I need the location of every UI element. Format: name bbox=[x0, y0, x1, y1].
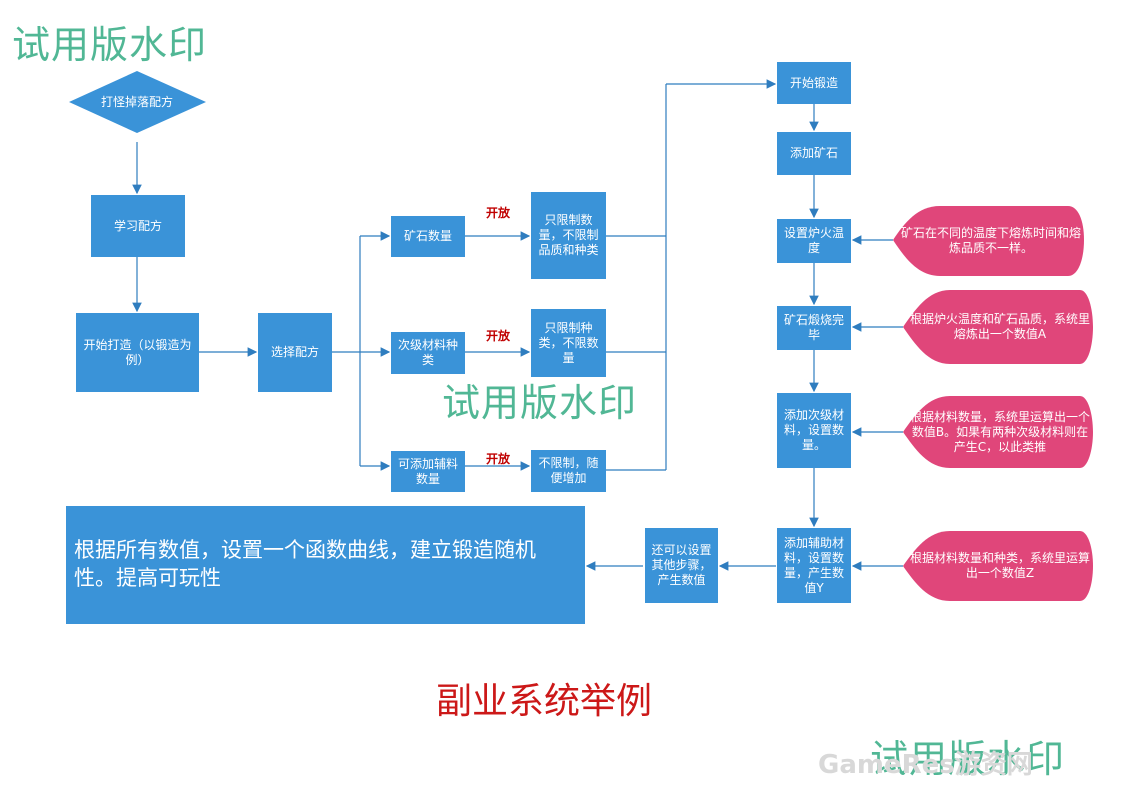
add-aux-node: 添加辅助材料，设置数量，产生数值Y bbox=[777, 528, 851, 603]
ore-quantity-node: 矿石数量 bbox=[391, 216, 465, 257]
start-crafting-node: 开始打造（以锻造为例） bbox=[76, 313, 199, 392]
open-label-2: 开放 bbox=[486, 329, 511, 343]
diagram-title: 副业系统举例 bbox=[436, 681, 653, 722]
note-shape-2 bbox=[903, 290, 1093, 364]
note-temperature-text: 矿石在不同的温度下熔炼时间和熔炼品质不一样。 bbox=[900, 226, 1081, 255]
start-diamond-label: 打怪掉落配方 bbox=[100, 94, 173, 109]
secondary-material-node: 次级材料种类 bbox=[391, 332, 465, 374]
forge-start-label: 开始锻造 bbox=[789, 75, 838, 90]
start-diamond-shape bbox=[69, 71, 206, 133]
gameres-watermark: GameRes游资网 bbox=[818, 750, 1033, 780]
note-temperature: 矿石在不同的温度下熔炼时间和熔炼品质不一样。 bbox=[900, 210, 1082, 272]
add-ore-label: 添加矿石 bbox=[789, 146, 838, 160]
start-diamond: 打怪掉落配方 bbox=[93, 88, 181, 116]
select-recipe-label: 选择配方 bbox=[270, 345, 319, 359]
limit-quantity-label: 只限制数量，不限制品质和种类 bbox=[538, 213, 599, 257]
limit-type-node: 只限制种类，不限数量 bbox=[531, 309, 606, 377]
watermark-center: 试用版水印 bbox=[442, 381, 638, 425]
add-ore-node: 添加矿石 bbox=[777, 132, 851, 175]
no-limit-node: 不限制，随便增加 bbox=[531, 450, 606, 492]
set-temperature-node: 设置炉火温度 bbox=[777, 219, 851, 263]
note-value-b: 根据材料数量，系统里运算出一个数值B。如果有两种次级材料则在产生C，以此类推 bbox=[910, 398, 1090, 466]
calcine-done-label: 矿石煅烧完毕 bbox=[783, 313, 844, 342]
aux-quantity-label: 可添加辅料数量 bbox=[397, 456, 458, 486]
start-crafting-label: 开始打造（以锻造为例） bbox=[83, 337, 192, 367]
note-value-a: 根据炉火温度和矿石品质，系统里熔炼出一个数值A bbox=[910, 294, 1090, 360]
note-shape-4 bbox=[903, 531, 1093, 601]
set-temperature-label: 设置炉火温度 bbox=[783, 226, 844, 255]
add-aux-label: 添加辅助材料，设置数量，产生数值Y bbox=[783, 535, 844, 595]
note-shape-3 bbox=[903, 396, 1093, 468]
learn-recipe-label: 学习配方 bbox=[113, 218, 162, 233]
final-result-node: 根据所有数值，设置一个函数曲线，建立锻造随机性。提高可玩性 bbox=[66, 506, 585, 624]
other-steps-node: 还可以设置其他步骤，产生数值 bbox=[645, 528, 718, 603]
secondary-material-label: 次级材料种类 bbox=[397, 338, 458, 367]
watermark-top-left: 试用版水印 bbox=[12, 23, 208, 67]
add-secondary-node: 添加次级材料，设置数量。 bbox=[777, 393, 851, 468]
open-label-1: 开放 bbox=[486, 206, 511, 220]
note-value-z-text: 根据材料数量和种类，系统里运算出一个数值Z bbox=[910, 551, 1091, 580]
limit-quantity-node: 只限制数量，不限制品质和种类 bbox=[531, 192, 606, 279]
select-recipe-node: 选择配方 bbox=[258, 313, 332, 392]
note-value-z: 根据材料数量和种类，系统里运算出一个数值Z bbox=[910, 533, 1090, 599]
add-secondary-label: 添加次级材料，设置数量。 bbox=[783, 408, 844, 452]
forge-start-node: 开始锻造 bbox=[777, 62, 851, 104]
learn-recipe-node: 学习配方 bbox=[91, 195, 185, 257]
aux-quantity-node: 可添加辅料数量 bbox=[391, 451, 465, 492]
watermark-bottom-right: 试用版水印 bbox=[870, 737, 1066, 781]
note-value-a-text: 根据炉火温度和矿石品质，系统里熔炼出一个数值A bbox=[910, 312, 1091, 341]
other-steps-label: 还可以设置其他步骤，产生数值 bbox=[651, 543, 712, 587]
ore-quantity-label: 矿石数量 bbox=[403, 229, 452, 243]
no-limit-label: 不限制，随便增加 bbox=[538, 456, 599, 485]
open-label-3: 开放 bbox=[486, 452, 511, 466]
final-result-label: 根据所有数值，设置一个函数曲线，建立锻造随机性。提高可玩性 bbox=[74, 538, 536, 590]
note-shape-1 bbox=[893, 206, 1084, 276]
calcine-done-node: 矿石煅烧完毕 bbox=[777, 306, 851, 350]
note-value-b-text: 根据材料数量，系统里运算出一个数值B。如果有两种次级材料则在产生C，以此类推 bbox=[910, 409, 1091, 454]
limit-type-label: 只限制种类，不限数量 bbox=[538, 320, 599, 365]
